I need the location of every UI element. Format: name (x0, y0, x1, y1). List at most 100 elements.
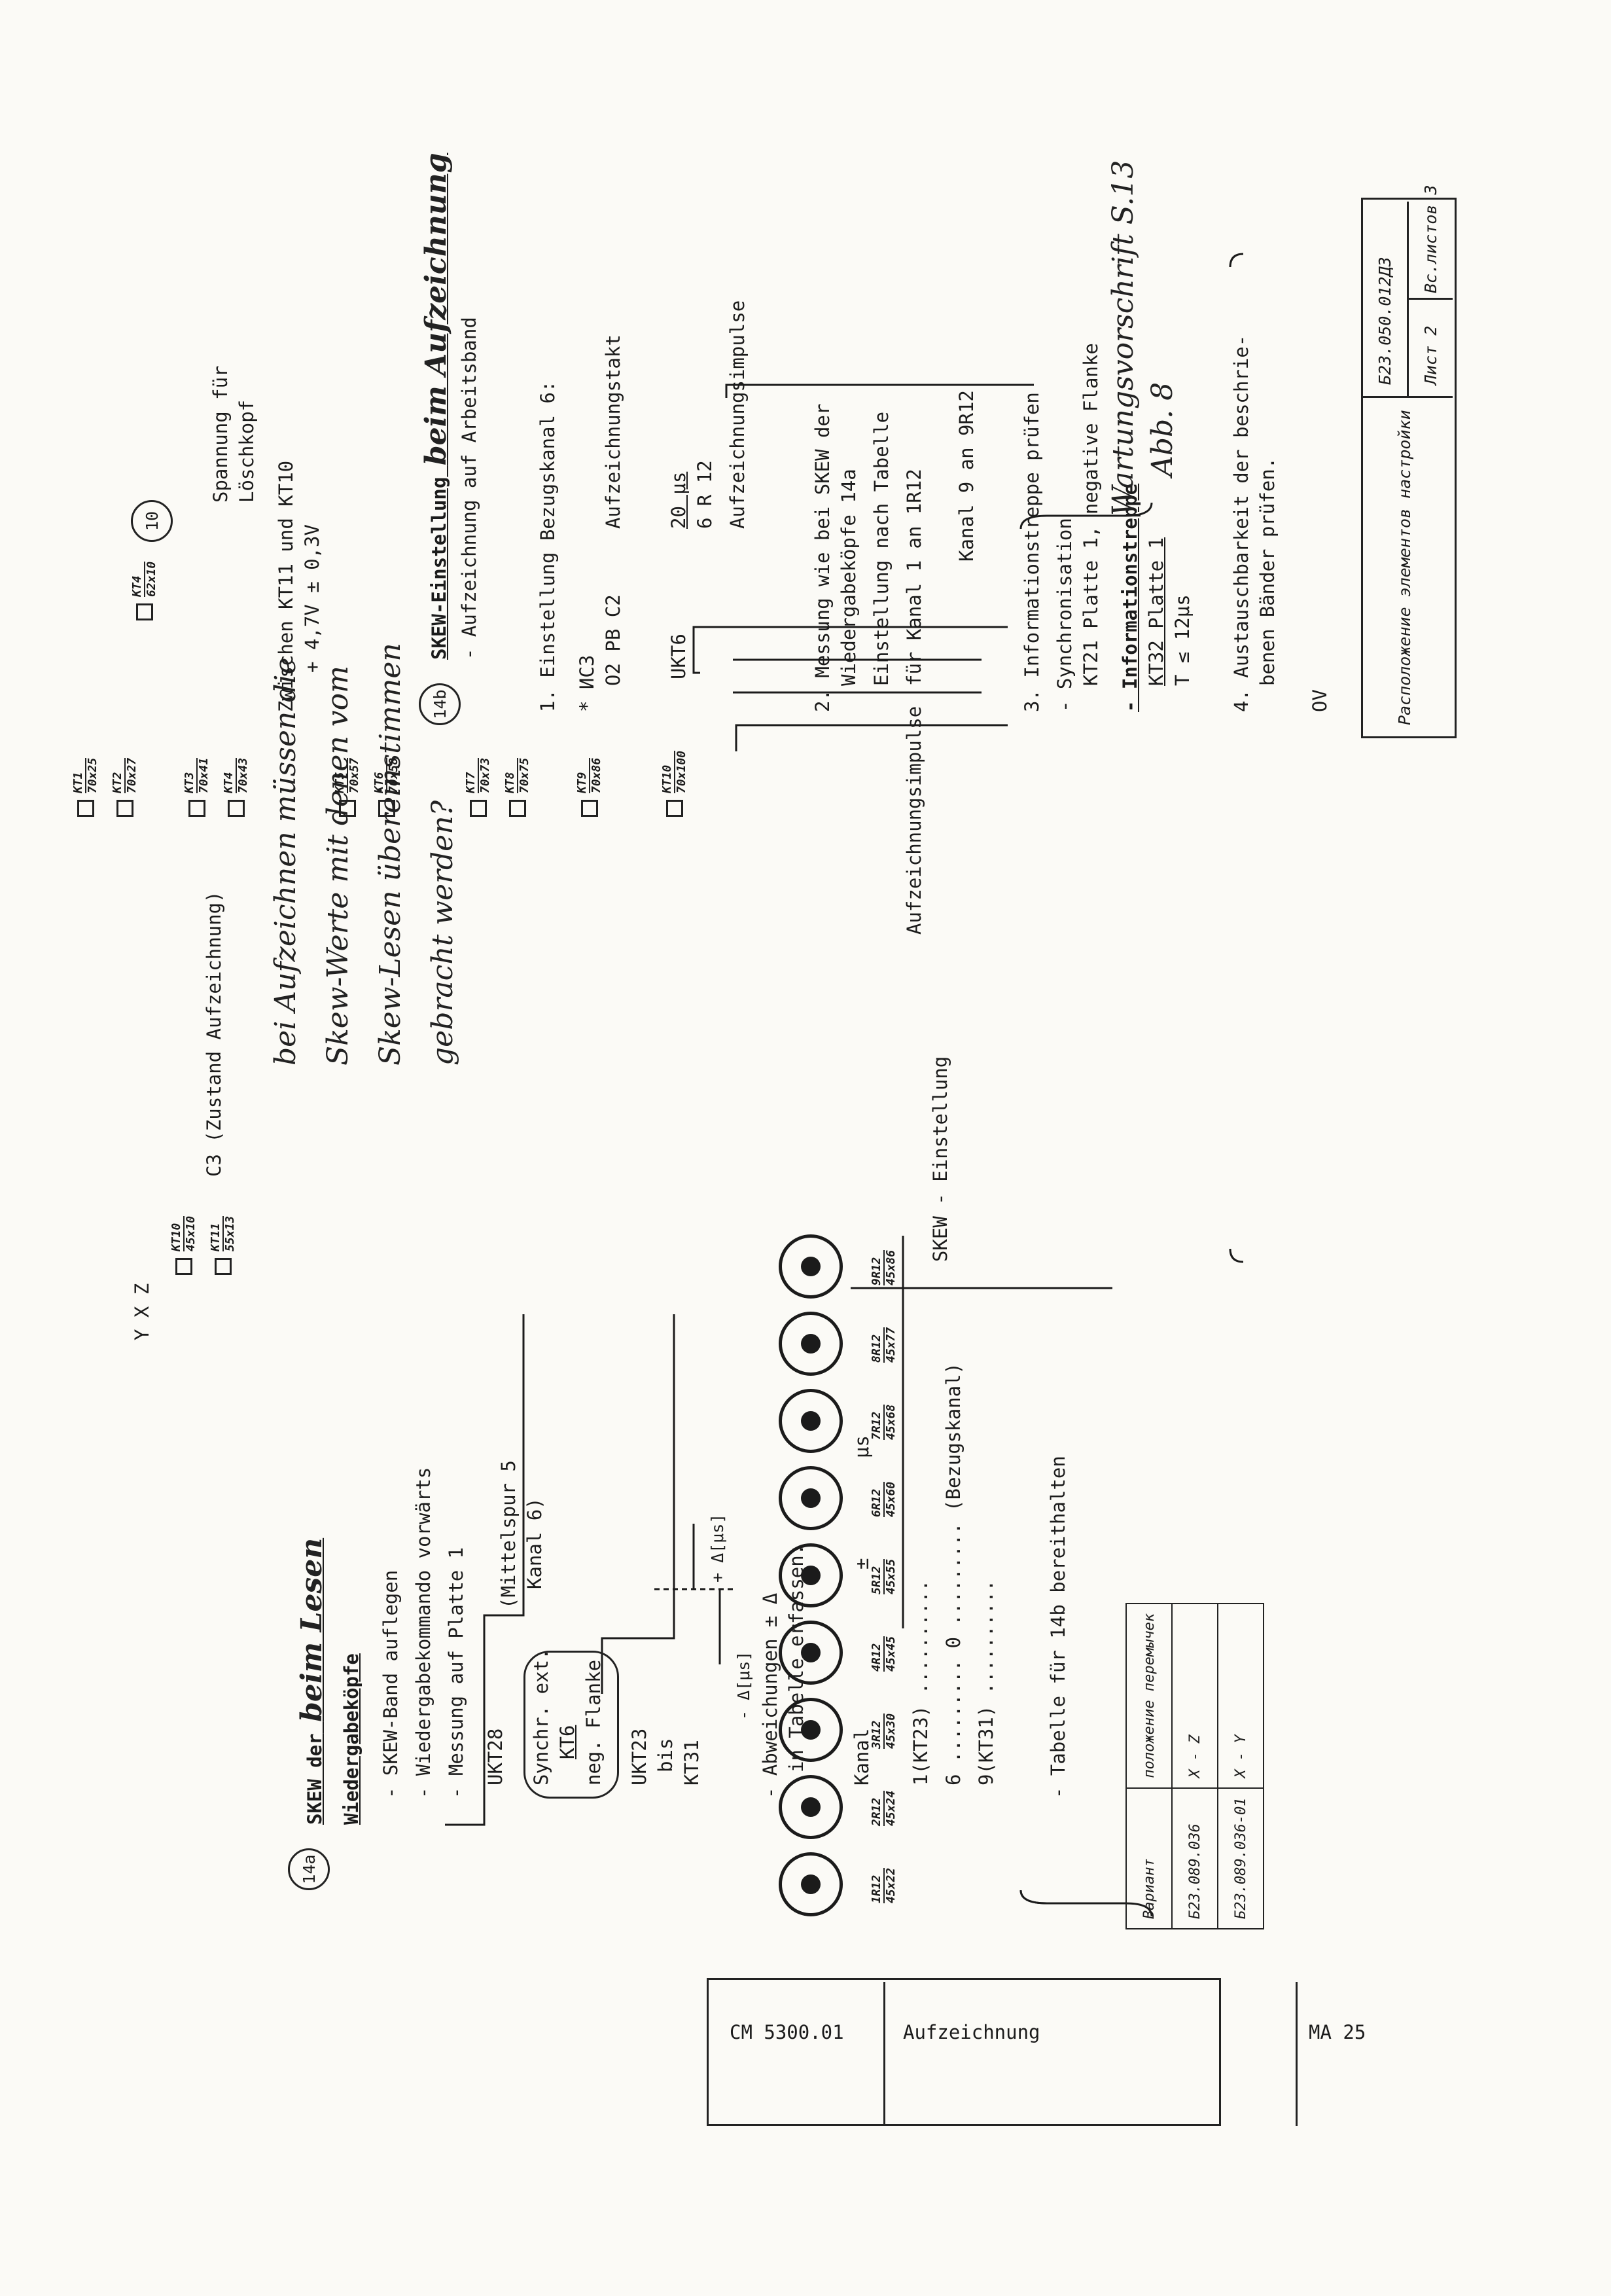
table-row-1: 1(KT23) .......... (910, 1579, 932, 1785)
testpoint-square (339, 800, 356, 817)
step-10-badge: 10 (131, 500, 173, 542)
title-section: Aufzeichnung (903, 2021, 1040, 2043)
bullet-2: - Wiedergabekommando vorwärts (412, 1467, 434, 1799)
r12-label: 6 R 12 (694, 460, 716, 529)
kt6-label: KT6 (556, 1725, 578, 1759)
stamp-sheet: Лист 2 (1421, 325, 1440, 385)
sub-14b: - Aufzeichnung auf Arbeitsband (458, 317, 480, 660)
step-14b-2e: Kanal 9 an 9R12 (955, 390, 978, 562)
testpoint-square (581, 800, 598, 817)
bullet-1: - SKEW-Band auflegen (380, 1570, 402, 1799)
step-14b-4b: benen Bänder prüfen. (1256, 457, 1279, 686)
testpoint-square (228, 800, 245, 817)
step-14b-4a: 4. Austauschbarkeit der beschrie- (1230, 334, 1252, 712)
kanal6-label: Kanal 6) (523, 1498, 546, 1589)
potentiometer-knob[interactable] (779, 1389, 843, 1453)
handwritten-note-1: bei Aufzeichnen müssen die (269, 657, 302, 1066)
handwritten-note-4: gebracht werden? (426, 800, 459, 1066)
title-block (707, 1978, 1221, 2126)
potentiometer-knob[interactable] (779, 1312, 843, 1376)
potentiometer-knob[interactable] (779, 1775, 843, 1839)
us20-label: 20 μs (667, 471, 690, 529)
testpoint-square (378, 800, 395, 817)
handwritten-beim-lesen: beim Lesen (295, 1537, 328, 1722)
ov-label: OV (1309, 689, 1331, 712)
step-14b-2b: Wiedergabeköpfe 14a (838, 469, 860, 686)
heading-14a: SKEW der beim Lesen (295, 1537, 328, 1825)
handwritten-abb: Abb. 8 (1146, 382, 1179, 476)
potentiometer-knob[interactable] (779, 1852, 843, 1916)
heading-14b: SKEW-Einstellung beim Aufzeichnung (419, 152, 453, 660)
var-head-2: положение перемычек (1126, 1603, 1172, 1788)
stamp-divider (1407, 202, 1409, 398)
step-14b-badge: 14b (419, 683, 461, 725)
var-r1a: Б23.089.036 (1172, 1787, 1218, 1929)
handwritten-beim-aufzeichnung: beim Aufzeichnung (419, 152, 453, 466)
heading-14a-2: Wiedergabeköpfe (340, 1653, 363, 1825)
stamp-total: Вс.листов 3 (1421, 185, 1440, 293)
delta-plus-label: + Δ[μs] (708, 1513, 727, 1583)
step-14b-3: 3. Informationstreppe prüfen (1021, 392, 1043, 712)
kt31-label: KT31 (681, 1740, 703, 1785)
testpoint-square (215, 1258, 232, 1275)
tabelle-bereithalten: - Tabelle für 14b bereithalten (1047, 1456, 1069, 1799)
step-14b-2c: Einstellung nach Tabelle (870, 411, 893, 686)
u-kt23-label: UKT23 (628, 1728, 650, 1785)
step-14b-2d: für Kanal 1 an 1R12 (903, 469, 925, 686)
potentiometer-knob[interactable] (779, 1543, 843, 1607)
o2-label: O2 PB C2 (602, 594, 624, 686)
var-r1b: X - Z (1172, 1603, 1218, 1788)
table-row-3: 9(KT31) .......... (975, 1579, 997, 1785)
handwritten-note-2: Skew-Werte mit denen vom (321, 666, 355, 1066)
stamp-doc: Б23.050.012Д3 (1375, 257, 1394, 385)
testpoint-square (509, 800, 526, 817)
testpoint-square (470, 800, 487, 817)
bis-label: bis (654, 1738, 677, 1772)
handwritten-note-3: Skew-Lesen übereinstimmen (374, 643, 407, 1066)
var-r2b: X - Y (1218, 1603, 1264, 1788)
u-kt28-label: UKT28 (484, 1728, 506, 1785)
aufz-brace-label: Aufzeichnungsimpulse (903, 706, 925, 935)
stamp-divider (1407, 298, 1453, 300)
handwritten-wartung: Wartungsvorschrift S.13 (1106, 160, 1140, 516)
step-14b-3e: T ≤ 12μs (1171, 594, 1194, 686)
neg-flanke-label: neg. Flanke (582, 1659, 605, 1785)
aufzimp-label: Aufzeichnungsimpulse (726, 300, 749, 529)
potentiometer-knob[interactable] (779, 1698, 843, 1762)
testpoint-square (116, 800, 133, 817)
ic3-label: * ИC3 (576, 655, 598, 712)
step-14b-1: 1. Einstellung Bezugskanal 6: (537, 380, 559, 712)
spannung-label-1: Spannung für (209, 365, 232, 503)
yxz-label: Y X Z (131, 1283, 153, 1340)
potentiometer-knob[interactable] (779, 1466, 843, 1530)
step-14b-2a: 2. Messung wie bei SKEW der (811, 403, 834, 712)
step-14b-3a: - Synchronisation (1053, 518, 1076, 712)
potentiometer-knob[interactable] (779, 1621, 843, 1685)
synchr-label: Synchr. ext. (530, 1648, 552, 1785)
potentiometer-knob[interactable] (779, 1234, 843, 1299)
delta-minus-label: - Δ[μs] (734, 1651, 753, 1720)
step-14a-badge: 14a (288, 1848, 330, 1890)
ukt6-label: UKT6 (667, 634, 690, 679)
title-device: CM 5300.01 (730, 2021, 844, 2043)
title-page: MA 25 (1309, 2021, 1366, 2043)
